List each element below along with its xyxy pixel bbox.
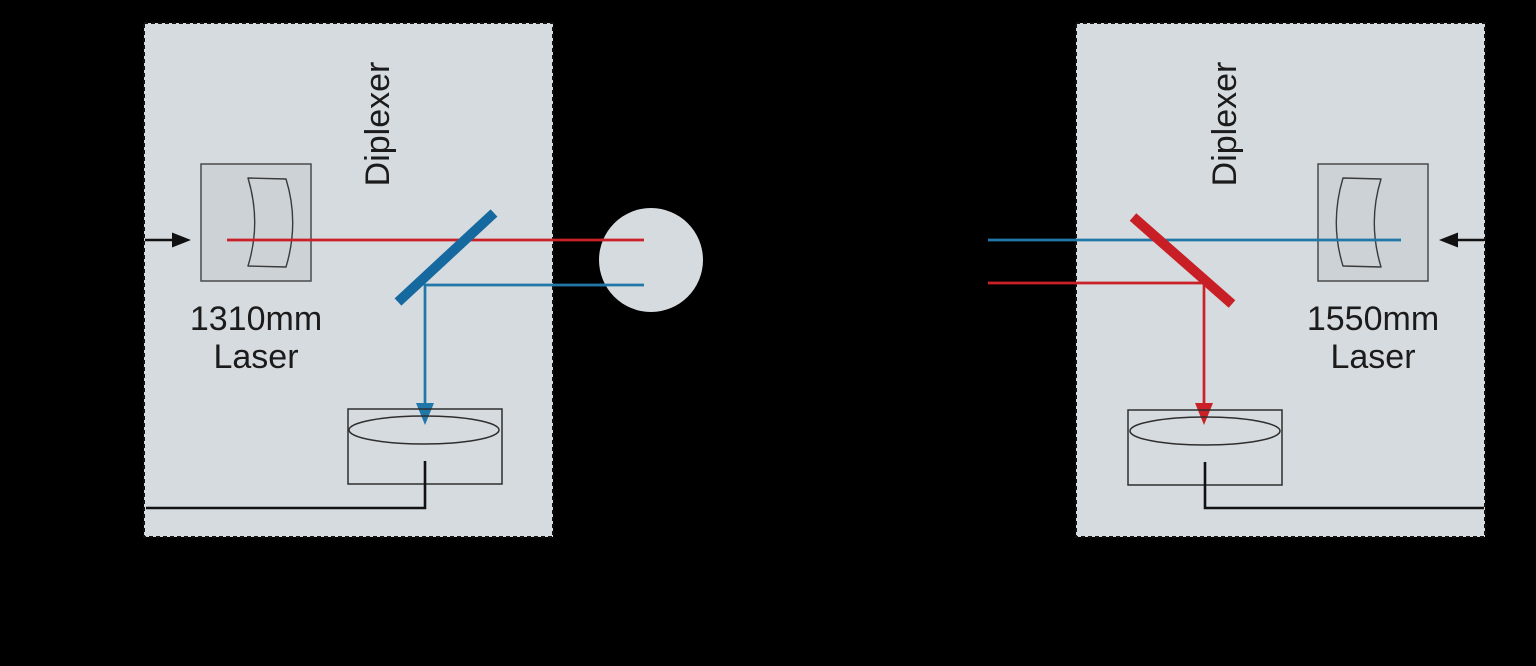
right-diplexer-label: Diplexer	[1206, 62, 1244, 187]
right-red-arrowhead-icon	[1195, 403, 1213, 425]
left-detector-output-line	[146, 461, 427, 510]
left-blue-beam	[423, 283, 644, 404]
right-detector-output-line	[1203, 462, 1484, 510]
left-diplexer-label: Diplexer	[359, 62, 397, 187]
left-terminal: Diplexer 1310mm Laser	[143, 22, 644, 538]
right-laser-box	[1317, 163, 1429, 282]
left-beamsplitter	[394, 209, 498, 306]
left-laser-lens-icon	[247, 177, 294, 268]
right-detector-lens-icon	[1129, 416, 1281, 446]
left-laser-label-line2: Laser	[213, 338, 298, 376]
right-laser-label-line1: 1550mm	[1307, 300, 1439, 338]
left-laser-label-line1: 1310mm	[190, 300, 322, 338]
telescope-lens-icon	[599, 208, 703, 312]
left-detector-lens-icon	[348, 415, 500, 445]
right-laser-label-line2: Laser	[1330, 338, 1415, 376]
right-laser-lens-icon	[1335, 177, 1382, 268]
right-terminal: Diplexer 1550mm Laser	[988, 22, 1486, 538]
right-input-arrowhead-icon	[1439, 232, 1458, 248]
right-beamsplitter	[1129, 213, 1236, 308]
left-input-arrowhead-icon	[172, 232, 191, 248]
left-laser-box	[200, 163, 312, 282]
